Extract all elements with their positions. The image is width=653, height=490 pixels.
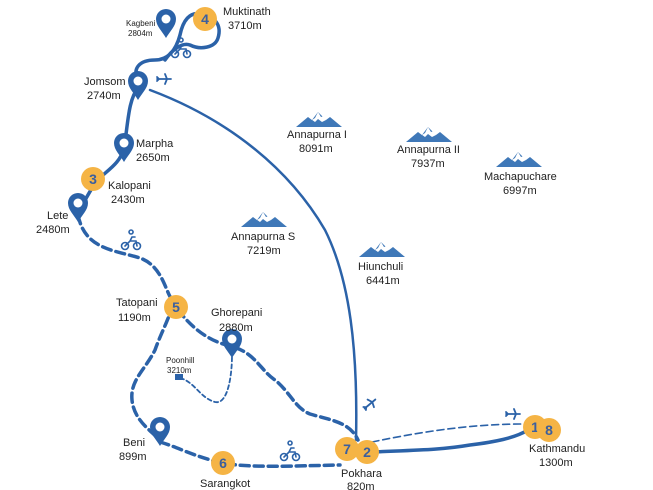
location-pin-icon: [114, 133, 134, 162]
peak-name-hiunchuli: Hiunchuli: [358, 261, 403, 273]
place-name-lete: Lete: [47, 210, 68, 222]
place-elevation-marpha: 2650m: [136, 152, 170, 164]
stop-3: 3: [81, 167, 105, 191]
location-pin-icon: [150, 417, 170, 446]
place-elevation-kalopani: 2430m: [111, 194, 145, 206]
place-name-jomsom: Jomsom: [84, 76, 126, 88]
place-name-kagbeni: Kagbeni: [126, 19, 156, 28]
peak-elevation-annapurna-1: 8091m: [299, 143, 333, 155]
route-trail-beni-pokhara: [158, 440, 342, 468]
place-name-kathmandu: Kathmandu: [529, 443, 585, 455]
place-elevation-muktinath: 3710m: [228, 20, 262, 32]
stop-number: 3: [89, 171, 97, 187]
peak-name-annapurna-2: Annapurna II: [397, 144, 460, 156]
stop-5: 5: [164, 295, 188, 319]
stop-number: 4: [201, 11, 209, 27]
place-name-poonhill: Poonhill: [166, 356, 195, 365]
airplane-icon: [505, 408, 521, 420]
place-name-muktinath: Muktinath: [223, 6, 271, 18]
route-flight-jomsom-pokhara: [148, 88, 358, 442]
stop-4: 4: [193, 7, 217, 31]
place-elevation-tatopani: 1190m: [118, 312, 151, 324]
route-road-pokhara-kathmandu: [370, 428, 530, 454]
peak-elevation-annapurna-2: 7937m: [411, 158, 445, 170]
mountain-icon: [296, 112, 342, 127]
mountain-icon: [241, 212, 287, 227]
route-trail-lete-beni: [76, 213, 174, 442]
stop-number: 2: [363, 444, 371, 460]
place-elevation-pokhara: 820m: [347, 481, 375, 490]
peak-name-annapurna-1: Annapurna I: [287, 129, 347, 141]
peak-elevation-hiunchuli: 6441m: [366, 275, 400, 287]
route-layer: [76, 11, 530, 468]
stop-number: 8: [545, 422, 553, 438]
peak-elevation-machapuchare: 6997m: [503, 185, 537, 197]
location-pin-icon: [156, 9, 176, 38]
place-name-marpha: Marpha: [136, 138, 174, 150]
stop-2: 2: [355, 440, 379, 464]
motorbike-icon: [279, 440, 301, 462]
route-trail-poonhill: [179, 354, 233, 403]
airplane-icon: [156, 73, 172, 85]
motorbike-icon: [120, 229, 142, 251]
route-flight-pokhara-kathmandu: [371, 423, 525, 443]
place-elevation-jomsom: 2740m: [87, 90, 121, 102]
stop-number: 5: [172, 299, 180, 315]
place-elevation-ghorepani: 2880m: [219, 322, 253, 334]
stop-6: 6: [211, 451, 235, 475]
peak-name-annapurna-s: Annapurna S: [231, 231, 295, 243]
mountain-icon: [359, 242, 405, 257]
peak-elevation-annapurna-s: 7219m: [247, 245, 281, 257]
mountain-icon: [496, 152, 542, 167]
airplane-icon: [360, 394, 380, 414]
place-name-tatopani: Tatopani: [116, 297, 158, 309]
place-elevation-poonhill: 3210m: [167, 366, 192, 375]
place-elevation-kagbeni: 2804m: [128, 29, 153, 38]
location-pin-icon: [128, 71, 148, 100]
stop-8: 8: [537, 418, 561, 442]
place-elevation-lete: 2480m: [36, 224, 70, 236]
place-name-pokhara: Pokhara: [341, 468, 383, 480]
place-elevation-beni: 899m: [119, 451, 147, 463]
stop-number: 7: [343, 441, 351, 457]
stop-number: 1: [531, 419, 539, 435]
location-pin-icon: [68, 193, 88, 222]
peak-name-machapuchare: Machapuchare: [484, 171, 557, 183]
place-name-kalopani: Kalopani: [108, 180, 151, 192]
place-name-beni: Beni: [123, 437, 145, 449]
mountain-icon: [406, 127, 452, 142]
place-name-ghorepani: Ghorepani: [211, 307, 262, 319]
flag-icon: [175, 374, 183, 380]
route-trail-tatopani-ghorepani: [176, 308, 360, 442]
place-name-sarangkot: Sarangkot: [200, 478, 250, 490]
stop-number: 6: [219, 455, 227, 471]
stop-7: 7: [335, 437, 359, 461]
place-elevation-kathmandu: 1300m: [539, 457, 573, 469]
